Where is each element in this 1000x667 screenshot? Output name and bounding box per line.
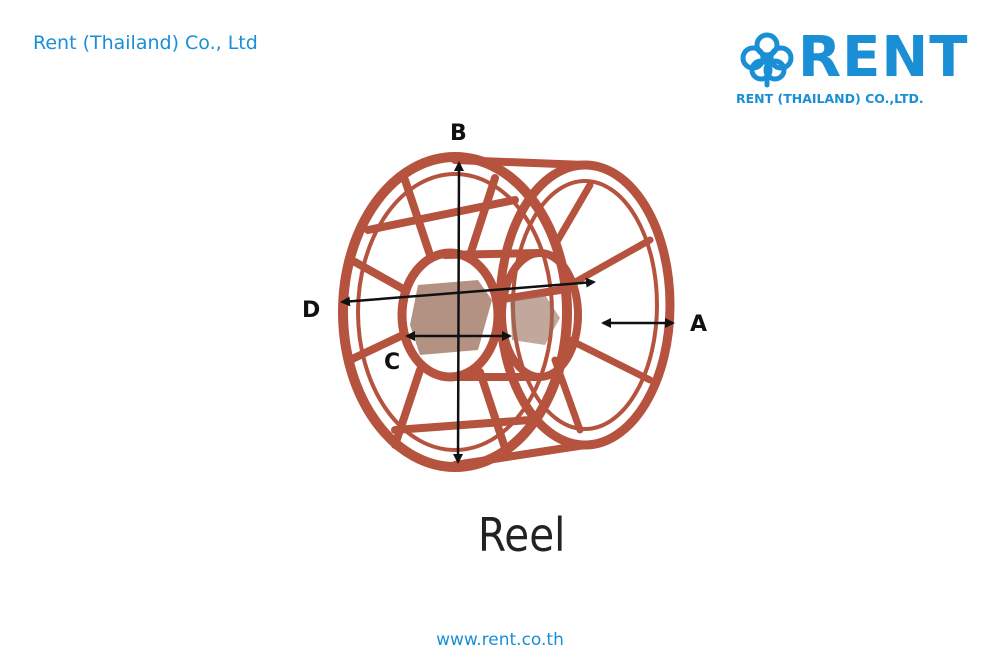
diagram-caption: Reel — [478, 508, 566, 562]
company-name: Rent (Thailand) Co., Ltd — [33, 32, 258, 54]
website-url[interactable]: www.rent.co.th — [436, 630, 564, 650]
clover-flower-icon — [740, 32, 794, 88]
label-a: A — [690, 312, 707, 337]
label-c: C — [384, 350, 400, 375]
dimension-arrow-b — [453, 161, 464, 464]
hub-front — [397, 248, 503, 382]
label-d: D — [302, 298, 320, 323]
logo-wordmark: RENT — [798, 25, 969, 90]
label-b: B — [450, 121, 467, 146]
front-flange — [338, 152, 572, 472]
reel-illustration — [338, 152, 675, 472]
logo-subtitle: RENT (THAILAND) CO.,LTD. — [736, 91, 924, 106]
dimension-arrow-d — [340, 277, 596, 307]
company-logo: RENT RENT (THAILAND) CO.,LTD. — [736, 26, 967, 112]
